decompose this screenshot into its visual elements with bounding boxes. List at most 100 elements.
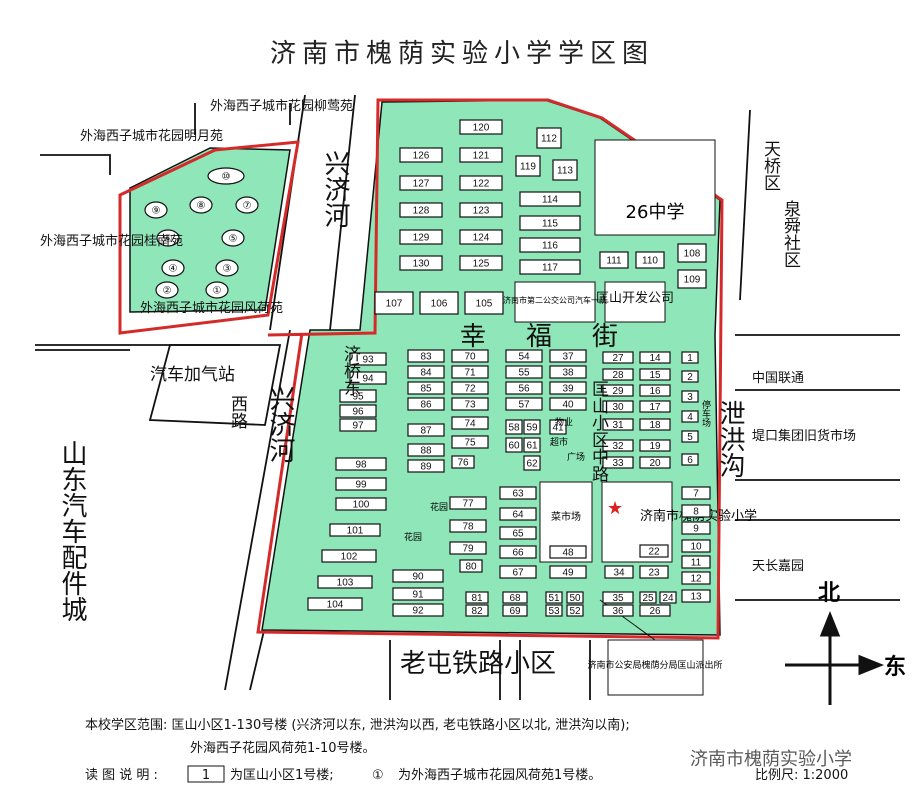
building-label: 33 (612, 458, 624, 469)
building-shape (317, 575, 373, 589)
road-xing: 兴济河 (320, 150, 350, 228)
building-shape (399, 229, 443, 245)
building-shape (407, 443, 445, 457)
building-shape (505, 419, 523, 435)
building-label: 130 (413, 259, 430, 270)
building-label: 31 (612, 420, 624, 431)
building-shape (451, 381, 489, 395)
building-label: 85 (420, 384, 432, 395)
parking-label: 停车场 (700, 399, 711, 428)
building-shape (552, 159, 578, 181)
building-shape (681, 486, 711, 500)
building-label: ⑤ (229, 234, 238, 245)
building-shape (677, 269, 707, 289)
building-label: 40 (562, 400, 574, 411)
building-label: 73 (464, 400, 476, 411)
building-shape (399, 147, 443, 163)
building-shape (639, 384, 671, 397)
building-shape (549, 419, 567, 435)
building-shape (407, 459, 445, 473)
building-shape (451, 365, 489, 379)
legend-circle-example: ① (372, 768, 384, 783)
building-shape (449, 496, 487, 510)
building-label: 69 (509, 606, 521, 617)
quanshan-label: 泉舜社区 (780, 200, 801, 268)
plaza-label: 广场 (567, 451, 585, 463)
supermarket-label: 超市 (550, 436, 568, 448)
building-shape (519, 191, 581, 207)
building-shape (502, 604, 528, 617)
building-shape (523, 419, 541, 435)
building-shape (407, 349, 445, 363)
compass-north: 北 (818, 581, 840, 606)
building-label: 57 (518, 400, 530, 411)
building-shape (451, 349, 489, 363)
building-shape (205, 281, 229, 299)
building-shape (681, 589, 711, 603)
building-label: 30 (612, 402, 624, 413)
building-shape (235, 196, 259, 214)
building-label: 103 (337, 578, 354, 589)
building-shape (639, 456, 671, 469)
building-shape (307, 597, 363, 611)
building-shape (635, 251, 665, 269)
building-shape (602, 351, 634, 364)
building-label: 24 (662, 593, 674, 604)
building-shape (639, 400, 671, 413)
building-shape (639, 604, 671, 617)
watermark-text: 济南市槐荫实验小学 (690, 749, 852, 770)
building-shape (639, 591, 657, 604)
building-label: 93 (362, 355, 374, 366)
building-label: ⑧ (197, 201, 206, 212)
building-shape (602, 384, 634, 397)
building-shape (459, 202, 503, 218)
building-shape (536, 127, 562, 149)
building-label: 116 (542, 241, 558, 252)
building-label: 106 (431, 299, 448, 310)
building-label: 125 (473, 259, 490, 270)
garden-label-1: 花园 (430, 501, 448, 513)
building-label: 2 (687, 372, 693, 383)
building-shape (451, 455, 475, 469)
building-label: 91 (412, 590, 424, 601)
building-label: 72 (464, 384, 476, 395)
building-shape (156, 229, 180, 247)
building-shape (335, 477, 387, 491)
building-label: 56 (518, 384, 530, 395)
building-shape (602, 418, 634, 431)
building-shape (499, 545, 537, 559)
building-label: 8 (693, 507, 699, 518)
building-shape (449, 541, 487, 555)
building-shape (639, 351, 671, 364)
building-label: 120 (473, 123, 490, 134)
building-label: 71 (464, 368, 476, 379)
building-label: 83 (420, 352, 432, 363)
building-shape (335, 457, 387, 471)
building-label: 18 (649, 420, 661, 431)
building-label: 17 (649, 402, 661, 413)
building-label: 6 (687, 455, 693, 466)
building-label: 89 (420, 462, 432, 473)
building-label: 25 (642, 593, 654, 604)
building-label: 62 (526, 459, 538, 470)
vegetable-label: 菜市场 (551, 510, 581, 523)
building-shape (515, 155, 541, 177)
building-label: 78 (462, 522, 474, 533)
building-shape (407, 381, 445, 395)
building-shape (392, 569, 444, 583)
building-shape (505, 349, 543, 363)
building-shape (221, 229, 245, 247)
building-label: 84 (420, 368, 432, 379)
building-shape (499, 486, 537, 500)
building-label: 95 (352, 392, 364, 403)
building-label: 110 (642, 256, 658, 267)
building-label: 1 (687, 353, 693, 364)
building-label: ⑨ (152, 206, 161, 217)
building-shape (464, 291, 504, 315)
district-boundary (118, 98, 724, 640)
building-label: 55 (518, 368, 530, 379)
building-shape (681, 390, 699, 403)
building-label: 13 (690, 592, 702, 603)
building-shape (604, 565, 634, 579)
building-label: 108 (684, 249, 701, 260)
